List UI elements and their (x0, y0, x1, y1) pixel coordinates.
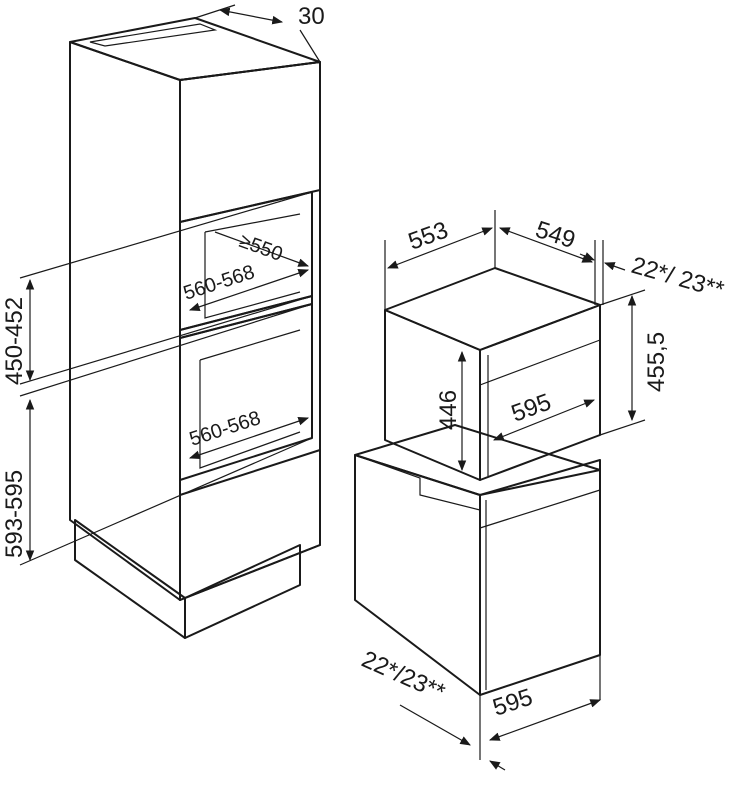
cabinet-plinth-side (74, 519, 186, 639)
cabinet-front-frame (179, 61, 321, 601)
compact-side (384, 309, 481, 481)
oven-top (354, 424, 601, 496)
compact-top (384, 267, 601, 351)
dim-compact-height-body: 446 (435, 390, 462, 430)
dim-lower-niche-height: 593-595 (1, 470, 28, 558)
dim-compact-height-total: 455,5 (643, 332, 670, 392)
cabinet-lower-drawer (179, 449, 321, 601)
compact-appliance: 553 549 22*/ 23** 455,5 446 595 (384, 210, 727, 481)
cabinet-top-recess (89, 23, 218, 47)
cabinet-upper-door (179, 61, 321, 223)
dim-upper-niche-width: 560-568 (181, 261, 258, 305)
dim-top-depth: 30 (298, 3, 325, 30)
dim-niche-depth: ≥550 (236, 230, 285, 266)
cabinet-side-panel (69, 41, 181, 601)
cabinet-plinth-front (184, 544, 301, 639)
dim-upper-niche-height: 450-452 (1, 297, 28, 385)
dim-compact-front-panel: 22*/ 23** (628, 252, 727, 304)
dim-oven-front-panel: 22*/23** (358, 646, 449, 706)
oven-appliance: 595 22*/23** (354, 424, 602, 771)
tall-cabinet: 30 ≥550 560-568 560-568 450-452 593-595 (1, 3, 325, 639)
dim-lower-niche-width: 560-568 (187, 407, 264, 451)
dim-compact-width: 595 (508, 389, 555, 428)
cabinet-top (69, 17, 321, 81)
dim-compact-depth: 553 (405, 217, 452, 256)
dim-compact-depth-right: 549 (532, 216, 578, 254)
